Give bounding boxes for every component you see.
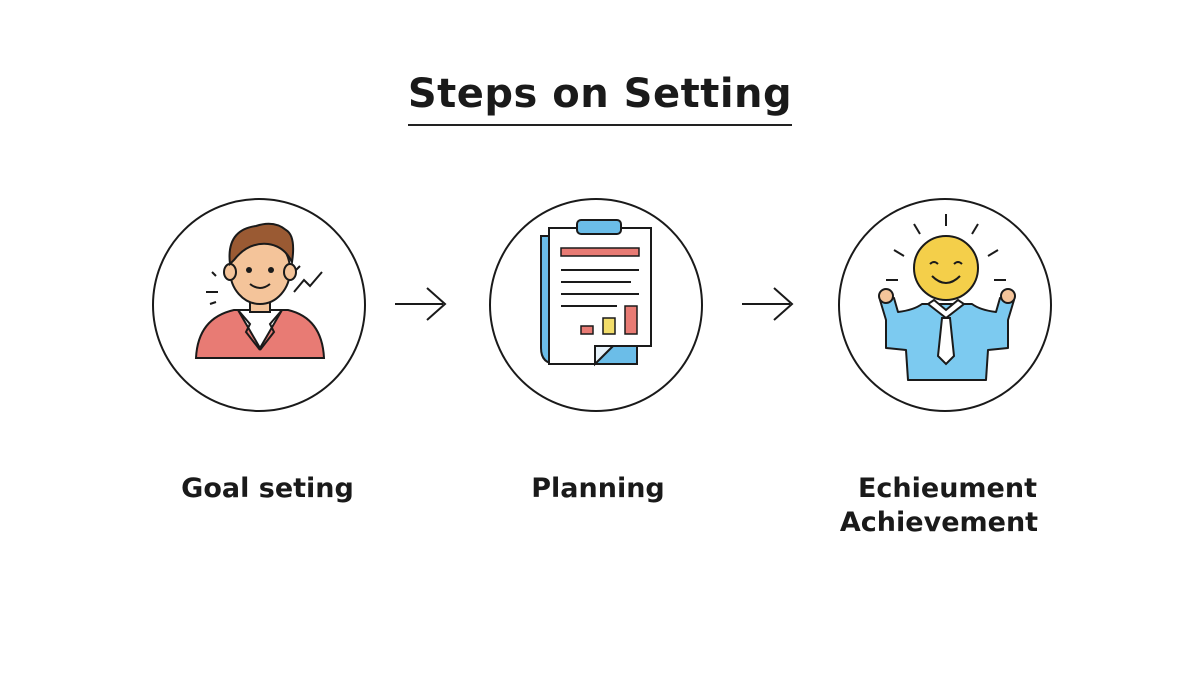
step-label-planning: Planning (531, 473, 665, 504)
arrow-right-icon (395, 287, 447, 321)
step-label-achievement-line1: Echieument (857, 473, 1038, 504)
diagram-title: Steps on Setting (407, 70, 793, 126)
step-label-achievement-line2: Achievement (839, 507, 1039, 538)
step-circle-goal-setting (152, 198, 366, 412)
person-icon (194, 222, 326, 359)
diagram-title-wrap: Steps on Setting (0, 70, 1200, 126)
step-circle-planning (489, 198, 703, 412)
step-circle-achievement (838, 198, 1052, 412)
clipboard-chart-icon (540, 219, 652, 367)
step-label-goal-setting: Goal seting (181, 473, 354, 504)
happy-person-icon (878, 214, 1016, 381)
arrow-right-icon (742, 287, 794, 321)
